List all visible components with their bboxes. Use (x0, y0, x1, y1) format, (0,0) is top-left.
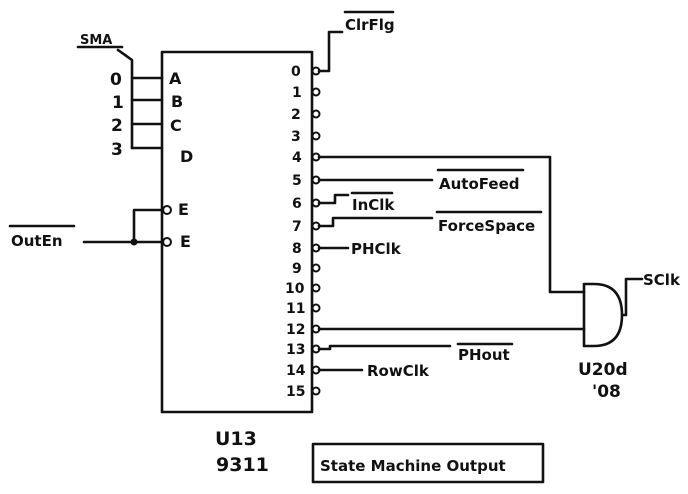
out-pin-1: 1 (292, 85, 302, 101)
out-bubble-3 (311, 131, 321, 141)
out-pin-2: 2 (291, 107, 301, 123)
wire-in-clk (317, 193, 350, 205)
chip-input-d: D (180, 147, 193, 166)
chip-input-b: B (171, 92, 183, 111)
wire-ph-out (317, 344, 452, 351)
gate-part: '08 (592, 382, 621, 402)
out-pin-3: 3 (291, 129, 301, 145)
junction-dot (130, 238, 138, 246)
output-pin-numbers: 0 1 2 3 4 5 6 7 8 9 10 11 12 13 14 15 (285, 64, 306, 400)
out-pin-14: 14 (286, 363, 306, 379)
out-bubble-1 (311, 87, 321, 97)
chip-part: 9311 (216, 454, 269, 476)
force-space-label: ForceSpace (438, 217, 535, 235)
and-gate (582, 282, 624, 348)
in-clk-label: InClk (352, 196, 395, 214)
out-pin-6: 6 (292, 196, 302, 212)
out-bubble-15 (311, 386, 321, 396)
out-pin-7: 7 (292, 219, 302, 235)
out-pin-12: 12 (286, 322, 305, 338)
auto-feed-label: AutoFeed (439, 175, 520, 193)
ph-clk-label: PHClk (351, 240, 402, 258)
out-pin-8: 8 (292, 241, 302, 257)
out-pin-9: 9 (292, 261, 302, 277)
s-clk-label: SClk (643, 271, 681, 289)
out-bubble-9 (311, 263, 321, 273)
ph-out-label: PHout (458, 346, 510, 364)
out-pin-4: 4 (292, 150, 302, 166)
chip-input-a: A (169, 69, 182, 88)
chip-input-c: C (170, 116, 182, 135)
row-clk-label: RowClk (367, 362, 430, 380)
chip-body (160, 50, 314, 414)
sma-bus-line (116, 48, 134, 150)
sma-bit-2: 2 (111, 116, 123, 136)
sma-bit-3: 3 (111, 140, 123, 160)
out-bubble-2 (311, 109, 321, 119)
out-pin-15: 15 (286, 384, 305, 400)
chip-enable-1: E (178, 200, 189, 219)
wire-enable-1 (132, 208, 165, 244)
sma-bit-1: 1 (112, 93, 124, 113)
sma-bit-0: 0 (110, 70, 122, 90)
out-en-label: OutEn (11, 232, 63, 250)
out-bubble-11 (311, 303, 321, 313)
chip-ref: U13 (215, 428, 257, 450)
caption-box (311, 442, 545, 484)
wire-clr-flg (317, 30, 344, 73)
clr-flg-label: ClrFlg (345, 16, 395, 34)
chip-enable-2: E (180, 232, 191, 251)
out-pin-0: 0 (291, 64, 301, 80)
out-bubble-10 (311, 283, 321, 293)
output-bubbles (311, 66, 321, 396)
gate-ref: U20d (578, 360, 628, 380)
out-pin-10: 10 (285, 281, 305, 297)
out-pin-5: 5 (292, 173, 302, 189)
sma-label: SMA (80, 33, 112, 48)
out-pin-13: 13 (286, 342, 305, 358)
out-pin-11: 11 (286, 301, 305, 317)
wire-s-clk (620, 277, 644, 317)
wire-pin4-to-gate (317, 155, 586, 294)
wire-force-space (317, 216, 434, 228)
caption-text: State Machine Output (320, 457, 506, 475)
